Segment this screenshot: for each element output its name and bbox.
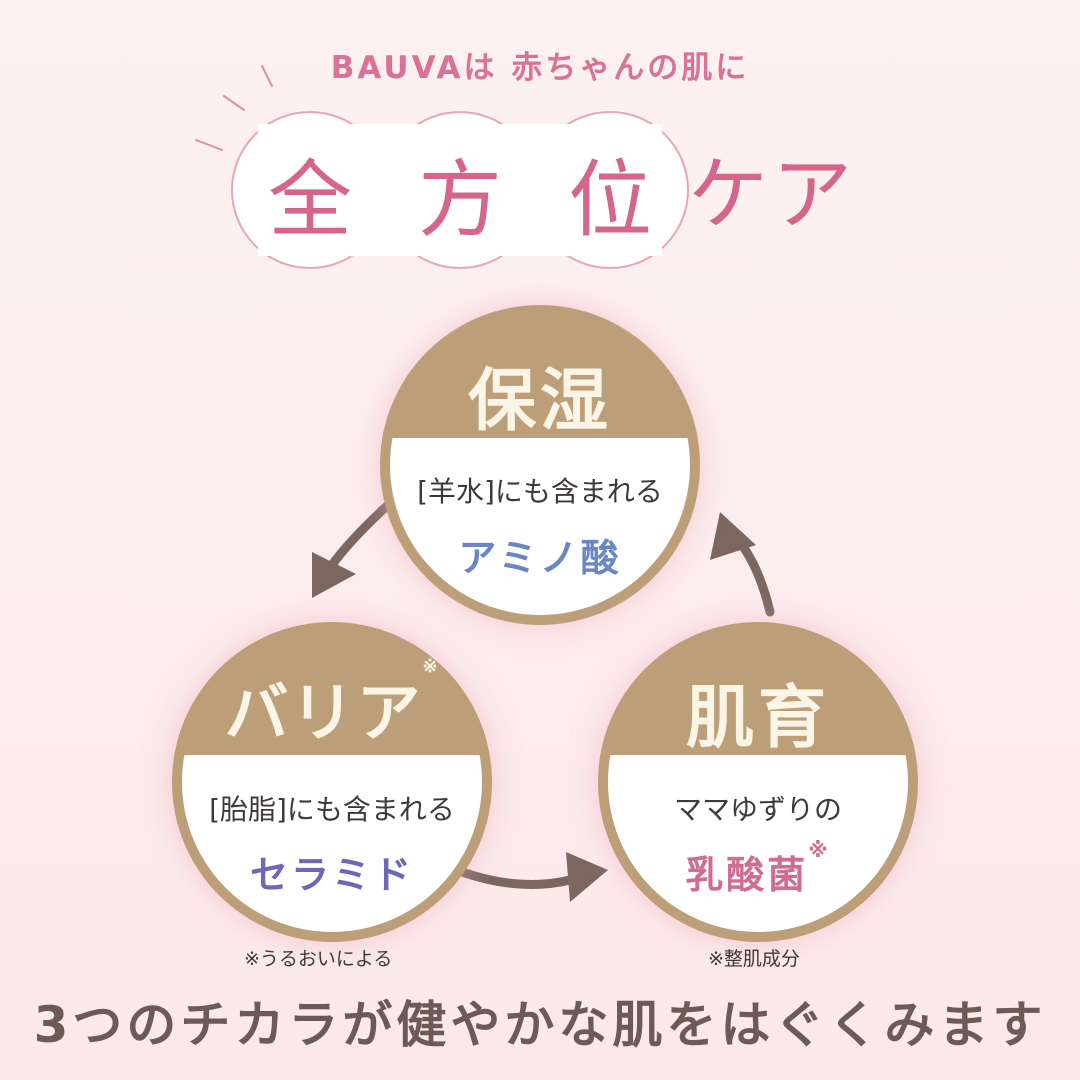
sparkle-rays-icon xyxy=(195,65,273,151)
subtitle: BAUVAは 赤ちゃんの肌に xyxy=(330,50,750,86)
bottom-part2: チカラ xyxy=(180,996,343,1054)
title-decoration xyxy=(195,65,689,269)
bottom-part1: 3つの xyxy=(33,996,181,1054)
line2-hoshitsu: アミノ酸 xyxy=(458,536,622,580)
note-hadaiku: ※整肌成分 xyxy=(708,948,800,970)
arrow-right-icon xyxy=(737,540,775,617)
title-char-2: 方 xyxy=(417,151,502,249)
line2-hadaiku-text: 乳酸菌 xyxy=(685,853,809,897)
note-barrier: ※うるおいによる xyxy=(244,948,393,970)
circle-hadaiku: 肌育 ママゆずりの 乳酸菌※ xyxy=(598,622,918,942)
title-tail: ケア xyxy=(688,148,856,241)
line1-hoshitsu: [羊水]にも含まれる xyxy=(417,475,663,508)
arrow-left-icon xyxy=(327,500,393,570)
arrow-bottom-head-icon xyxy=(566,852,608,902)
heading-hoshitsu: 保湿 xyxy=(467,361,612,441)
bottom-part3: が健やかな肌をはぐくみます xyxy=(342,996,1047,1054)
line2-hadaiku-mark: ※ xyxy=(808,838,831,862)
heading-hadaiku: 肌育 xyxy=(685,678,830,758)
bottom-message: 3つのチカラが健やかな肌をはぐくみます xyxy=(0,985,1080,1057)
heading-barrier-text: バリア xyxy=(224,676,423,751)
arrow-bottom-icon xyxy=(457,867,575,889)
line1-barrier: [胎脂]にも含まれる xyxy=(209,793,455,826)
line2-barrier: セラミド xyxy=(249,853,414,897)
circle-barrier: バリア※ [胎脂]にも含まれる セラミド xyxy=(172,622,492,942)
circle-hoshitsu: 保湿 [羊水]にも含まれる アミノ酸 xyxy=(380,305,700,625)
title-char-3: 位 xyxy=(567,151,652,249)
line1-hadaiku: ママゆずりの xyxy=(673,793,842,826)
arrow-right-head-icon xyxy=(710,512,756,560)
title-char-1: 全 xyxy=(267,151,352,249)
line2-hadaiku: 乳酸菌※ xyxy=(598,838,918,899)
arrow-left-head-icon xyxy=(312,552,356,598)
heading-barrier-mark: ※ xyxy=(422,656,440,677)
heading-barrier: バリア※ xyxy=(172,656,492,754)
